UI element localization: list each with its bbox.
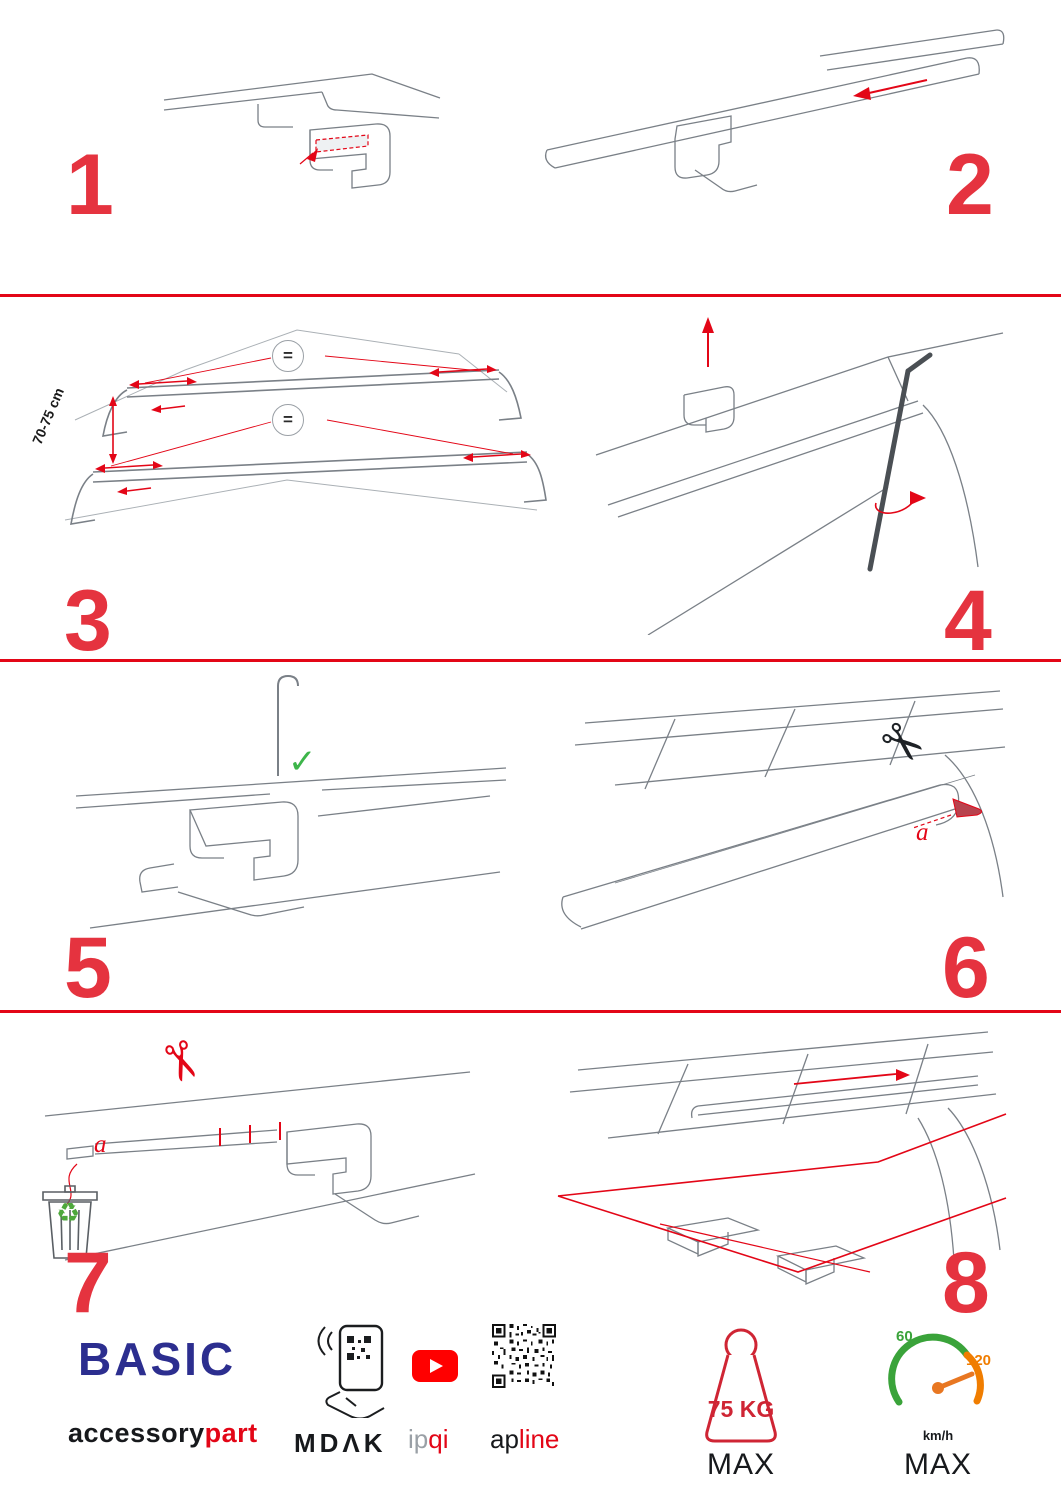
youtube-icon — [412, 1350, 458, 1382]
step-7-illustration — [35, 1022, 480, 1270]
speedometer-icon — [882, 1324, 994, 1428]
recycle-icon: ♻ — [56, 1198, 81, 1229]
step-3-number: 3 — [64, 573, 112, 669]
part-a-label: a — [916, 819, 929, 846]
qr-code — [492, 1324, 556, 1388]
speed-unit-label: km/h — [922, 1428, 954, 1443]
step-2-illustration — [535, 20, 1010, 205]
equal-spacing-badge: = — [272, 404, 304, 436]
step-1-illustration — [160, 62, 445, 242]
brand-sub-black: accessory — [68, 1418, 205, 1448]
speed-max-label: MAX — [903, 1448, 972, 1481]
section-divider — [0, 294, 1061, 297]
equal-spacing-badge: = — [272, 340, 304, 372]
phone-scan-icon — [316, 1324, 392, 1418]
partner-logo-apline: apline — [490, 1424, 559, 1455]
step-2-number: 2 — [946, 137, 994, 233]
step-4-number: 4 — [944, 573, 992, 669]
step-6-illustration — [555, 685, 1010, 945]
step-4-illustration — [588, 305, 1008, 635]
step-1-number: 1 — [66, 137, 114, 233]
partner-logo-ipqi: ipqi — [408, 1424, 449, 1455]
step-5-illustration — [70, 666, 515, 931]
speed-low-label: 60 — [896, 1328, 913, 1345]
brand-sub-red: part — [204, 1418, 258, 1448]
weight-max-label: MAX — [706, 1448, 775, 1481]
checkmark-icon: ✓ — [288, 742, 317, 782]
part-a-label: a — [94, 1131, 107, 1158]
section-divider — [0, 659, 1061, 662]
ipqi-gray: ip — [408, 1424, 429, 1454]
step-8-illustration — [548, 1018, 1013, 1316]
brand-logo-accessorypart: accessorypart — [68, 1418, 258, 1449]
weight-limit-value: 75 KG — [707, 1396, 775, 1422]
weight-limit-icon — [688, 1324, 794, 1444]
step-6-number: 6 — [942, 920, 990, 1016]
step-5-number: 5 — [64, 920, 112, 1016]
section-divider — [0, 1010, 1061, 1013]
step-3-illustration — [35, 308, 550, 570]
apline-red: line — [518, 1424, 560, 1454]
apline-black: ap — [490, 1424, 519, 1454]
brand-logo-basic: BASIC — [78, 1333, 237, 1385]
trash-icon — [42, 1185, 98, 1259]
step-7-number: 7 — [64, 1235, 112, 1331]
partner-logo-mdak: MDΛK — [294, 1428, 387, 1458]
ipqi-red: qi — [428, 1424, 449, 1454]
speed-high-label: 120 — [966, 1352, 992, 1369]
step-8-number: 8 — [942, 1235, 990, 1331]
